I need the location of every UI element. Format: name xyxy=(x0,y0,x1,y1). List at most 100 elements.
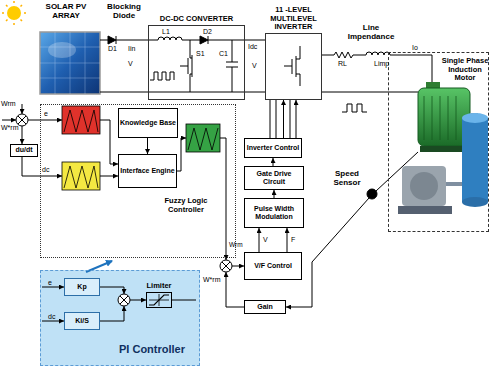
signal-line xyxy=(226,272,244,307)
pv-panel xyxy=(48,42,76,58)
connector xyxy=(274,190,275,198)
signal-line xyxy=(2,120,16,121)
connector xyxy=(283,100,284,138)
fuzzy-membership-box xyxy=(186,124,220,152)
signal-label: W*rm xyxy=(203,276,221,284)
signal-label: S1 xyxy=(196,50,205,58)
signal-label: Limp xyxy=(374,60,389,68)
circuit-wire xyxy=(342,104,367,112)
signal-line xyxy=(42,321,64,322)
signal-label: W*rm xyxy=(1,124,19,132)
speed-sensor xyxy=(376,152,418,191)
box-label: V/F Control xyxy=(254,262,292,270)
process-box: Kp xyxy=(64,278,100,296)
summing-junction xyxy=(118,294,130,306)
signal-line xyxy=(130,300,146,301)
summing-junction xyxy=(18,116,26,124)
pump xyxy=(402,166,446,206)
induction-motor xyxy=(424,96,456,140)
boiler xyxy=(462,118,488,202)
box-label: Kp xyxy=(77,283,86,291)
process-box: Gain xyxy=(244,300,286,314)
signal-label: Io xyxy=(412,44,418,52)
diode-symbol xyxy=(208,36,209,44)
signal-line xyxy=(22,126,23,144)
box-label: Pulse Width Modulation xyxy=(245,205,303,221)
signal-label: RL xyxy=(338,60,347,68)
induction-motor xyxy=(420,146,468,152)
signal-label: SOLAR PV ARRAY xyxy=(36,3,96,21)
fuzzy-membership-box xyxy=(188,128,218,150)
limiter-curve xyxy=(149,294,169,306)
inverter-arrows xyxy=(270,100,296,138)
fuzzy-membership-box xyxy=(62,162,100,190)
box-label: Fuzzy Logic Controller xyxy=(151,197,221,214)
connector xyxy=(287,228,288,252)
fuzzy-membership-box xyxy=(62,106,100,134)
summing-junction xyxy=(222,262,230,270)
process-box: Knowledge Base xyxy=(118,108,178,138)
signal-label: Wrm xyxy=(1,100,16,108)
signal-label: Blocking Diode xyxy=(102,3,146,21)
pump xyxy=(446,182,462,186)
circuit-wire xyxy=(150,72,174,80)
signal-line xyxy=(42,287,64,288)
connector xyxy=(273,158,274,166)
signal-line xyxy=(100,306,124,321)
pump xyxy=(410,172,438,200)
circuit-wire xyxy=(100,37,245,40)
signal-label: D1 xyxy=(108,45,117,53)
fuzzy-membership-box xyxy=(62,106,220,190)
signal-line xyxy=(22,157,62,176)
process-box: V/F Control xyxy=(244,252,302,280)
edge-label: V xyxy=(262,236,269,243)
signal-label: V xyxy=(252,62,257,70)
box-label: Gate Drive Circuit xyxy=(245,170,303,186)
signal-line xyxy=(232,266,244,267)
signal-label: V xyxy=(128,60,133,68)
process-box: Pulse Width Modulation xyxy=(244,198,304,228)
box-label: Gain xyxy=(257,303,273,311)
box-label: DC-DC CONVERTER xyxy=(152,15,242,24)
process-box: PI ControllerKpKi/SLimiter xyxy=(40,270,200,366)
sun-icon xyxy=(7,6,21,20)
process-box: Inverter Control xyxy=(244,138,302,158)
circuit-wire xyxy=(226,40,238,92)
signal-line xyxy=(172,300,196,301)
signal-label: dc xyxy=(48,313,55,321)
connector xyxy=(147,138,148,154)
pv-panel xyxy=(40,32,100,94)
signal-label: Idc xyxy=(248,43,257,51)
boiler xyxy=(462,113,488,123)
process-box: du/dt xyxy=(10,144,38,157)
process-box: 11 -LEVEL MULTILEVEL INVERTER xyxy=(265,33,322,100)
fuzzy-membership-box xyxy=(64,166,98,188)
summing-junction xyxy=(120,296,128,304)
box-label: Knowledge Base xyxy=(120,119,176,127)
induction-motor xyxy=(426,82,440,88)
pi-panel-fill xyxy=(40,270,200,366)
diode-symbol xyxy=(116,36,117,44)
signal-label: L1 xyxy=(162,28,170,36)
box-label: du/dt xyxy=(15,146,32,154)
signal-label: Wrm xyxy=(229,241,243,248)
circuit-wire xyxy=(322,92,418,93)
signal-line xyxy=(100,287,124,294)
signal-line xyxy=(176,138,186,171)
edge-label: F xyxy=(290,236,296,243)
pv-panel xyxy=(40,32,100,94)
pump xyxy=(398,166,462,214)
pv-panel xyxy=(40,32,100,94)
process-box: Interface Engine xyxy=(118,154,177,188)
diode-symbol xyxy=(108,36,116,44)
signal-label: e xyxy=(44,110,48,118)
inverter-arrows xyxy=(270,100,296,138)
box-label: 11 -LEVEL MULTILEVEL INVERTER xyxy=(258,6,330,32)
fuzzy-membership-box xyxy=(64,110,98,132)
signal-line xyxy=(100,120,118,164)
signal-label: dc xyxy=(42,166,49,174)
signal-label: D2 xyxy=(203,28,212,36)
connector xyxy=(245,40,265,41)
signal-line xyxy=(100,176,118,177)
